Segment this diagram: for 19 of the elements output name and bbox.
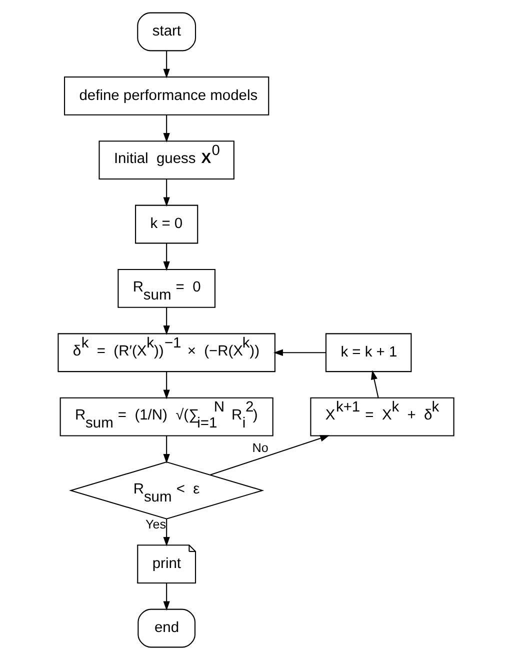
arrow xyxy=(162,307,170,336)
arrow xyxy=(162,518,170,546)
arrow xyxy=(210,435,330,476)
node-box: k = 0 xyxy=(134,204,198,244)
arrow xyxy=(162,179,170,207)
node-box: end xyxy=(137,608,195,648)
node-box: start xyxy=(136,12,196,52)
arrow xyxy=(162,436,170,464)
arrow xyxy=(162,583,170,611)
arrow xyxy=(162,243,170,271)
node-box: define performance models xyxy=(64,76,269,116)
edge-label: No xyxy=(252,440,268,455)
arrow xyxy=(162,50,170,78)
arrow xyxy=(162,372,170,400)
arrow xyxy=(272,349,326,356)
edge-label: Yes xyxy=(145,517,166,532)
node-box: k = k + 1 xyxy=(324,333,412,372)
arrow xyxy=(162,114,170,142)
arrow xyxy=(370,370,378,398)
